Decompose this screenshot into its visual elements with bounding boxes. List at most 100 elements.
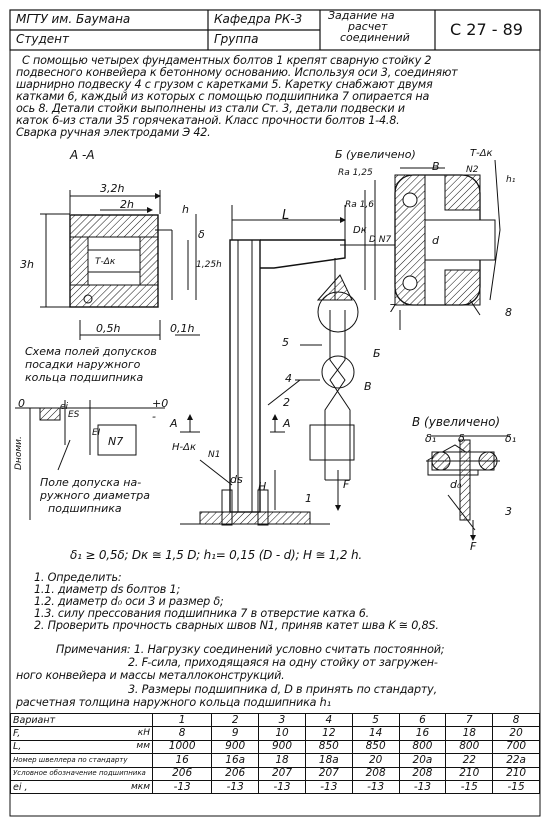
scheme-title-2: посадки наружного — [25, 358, 141, 371]
d-nominal-label: Dноми. — [14, 436, 24, 470]
table-cell: 207 — [304, 766, 353, 781]
table-cell: 850 — [304, 739, 353, 755]
part-2: 2 — [283, 396, 290, 409]
table-cell: -15 — [492, 779, 540, 795]
row-unit: мкм — [118, 779, 153, 795]
row-name: F, — [10, 726, 119, 741]
section-arrow-a-left: А — [170, 417, 178, 430]
table-cell: -13 — [211, 779, 260, 795]
weld-n1: N1 — [208, 450, 221, 460]
note-line: ного конвейера и массы металлоконструкци… — [16, 669, 285, 682]
table-cell: 206 — [151, 766, 213, 781]
title-block: МГТУ им. Баумана Кафедра РК-3 Задание на… — [10, 9, 540, 50]
section-aa-view — [40, 190, 200, 340]
ei-big-label: EI — [92, 428, 101, 438]
table-cell: -13 — [304, 779, 353, 795]
table-header-row: Вариант 1 2 3 4 5 6 7 8 — [10, 712, 540, 728]
minus-label: - — [152, 410, 156, 423]
table-cell: 18 — [258, 753, 306, 768]
table-cell: 12 — [304, 726, 353, 741]
dim-delta: δ — [198, 228, 205, 241]
assignment-code: С 27 - 89 — [450, 20, 523, 39]
scheme-title-3: кольца подшипника — [25, 371, 144, 384]
dim-d-n7: D N7 — [369, 235, 392, 245]
table-cell: 14 — [351, 726, 400, 741]
table-row: ei , мкм -13 -13 -13 -13 -13 -13 -15 -15 — [10, 779, 540, 795]
table-cell: -13 — [398, 779, 447, 795]
table-cell: 207 — [258, 766, 306, 781]
table-cell: 20 — [492, 726, 540, 741]
dim-h1: h₁ — [506, 175, 516, 185]
stand-view — [180, 205, 359, 526]
tolerance-scheme — [15, 400, 165, 520]
variant-cell: 7 — [445, 712, 494, 728]
task-line: 2. Проверить прочность сварных швов N1, … — [34, 619, 439, 632]
zero-line-label: 0 — [18, 397, 25, 410]
part-7: 7 — [389, 302, 396, 315]
tolerance-note-3: подшипника — [48, 502, 122, 515]
roller-view-b — [340, 159, 501, 330]
axle-diameter-label: d₀ — [450, 478, 462, 491]
table-cell: 22a — [492, 753, 540, 768]
note-line: расчетная толщина наружного кольца подши… — [16, 696, 331, 709]
formula-line: δ₁ ≥ 0,5δ; Dк ≅ 1,5 D; h₁= 0,15 (D - d);… — [70, 548, 362, 562]
scheme-title-1: Схема полей допусков — [25, 345, 157, 358]
bolt-diameter-label: ds — [230, 473, 243, 486]
table-cell: 16 — [398, 726, 447, 741]
table-row: Условное обозначение подшипника 206 206 … — [10, 766, 540, 781]
dim-b: B — [432, 160, 440, 173]
dim-3-2h: 3,2h — [100, 182, 125, 195]
table-cell: 16a — [211, 753, 260, 768]
table-cell: 210 — [492, 766, 540, 781]
weld-n2: N2 — [466, 165, 479, 175]
part-5: 5 — [282, 336, 289, 349]
table-cell: 20a — [398, 753, 447, 768]
section-aa-label: А -А — [70, 148, 95, 162]
table-cell: 18 — [445, 726, 494, 741]
tolerance-note-2: ружного диаметра — [40, 489, 151, 502]
dim-1-25h: 1,25h — [196, 260, 222, 270]
table-cell: 16 — [151, 753, 213, 768]
university-name: МГТУ им. Баумана — [16, 12, 131, 26]
intro-line: каток 6-из стали 35 горячекатаной. Класс… — [16, 114, 400, 127]
dim-l: L — [282, 208, 290, 223]
assignment-title-2: расчет — [348, 20, 388, 33]
dim-dk: Dк — [353, 225, 367, 236]
table-cell: -13 — [151, 779, 213, 795]
task-line: 1.3. силу прессования подшипника 7 в отв… — [34, 607, 370, 620]
table-cell: 10 — [258, 726, 306, 741]
dim-0-1h: 0,1h — [170, 322, 195, 335]
table-cell: 208 — [351, 766, 400, 781]
group-label: Группа — [214, 32, 259, 46]
n7-field: N7 — [108, 435, 124, 448]
dim-0-5h: 0,5h — [96, 322, 121, 335]
variant-cell: 1 — [151, 712, 213, 728]
part-4: 4 — [285, 372, 292, 385]
table-cell: 900 — [211, 739, 260, 755]
variant-cell: 6 — [398, 712, 447, 728]
variant-cell: 8 — [492, 712, 540, 728]
variant-cell: 4 — [304, 712, 353, 728]
table-row: F, кН 8 9 10 12 14 16 18 20 — [10, 726, 540, 741]
table-cell: 1000 — [151, 739, 213, 755]
axle-view-v — [426, 435, 510, 541]
intro-line: ось 8. Детали стойки выполнены из стали … — [16, 102, 405, 115]
table-cell: 20 — [351, 753, 400, 768]
table-cell: 206 — [211, 766, 260, 781]
student-label: Студент — [16, 32, 69, 46]
table-row: Номер швеллера по стандарту 16 16a 18 18… — [10, 753, 540, 768]
dim-h: h — [182, 203, 189, 216]
view-v-ref: В — [364, 380, 372, 393]
intro-line: С помощью четырех фундаментных болтов 1 … — [22, 54, 432, 67]
dim-delta1-right: δ₁ — [505, 432, 517, 445]
table-cell: 850 — [351, 739, 400, 755]
weld-symbol-t-2: Т-Δк — [470, 148, 493, 159]
assignment-title-3: соединений — [340, 31, 410, 44]
row-unit: кН — [118, 726, 153, 741]
force-f-2: F — [470, 540, 477, 553]
part-1: 1 — [305, 492, 312, 505]
section-arrow-a-right: А — [283, 417, 291, 430]
